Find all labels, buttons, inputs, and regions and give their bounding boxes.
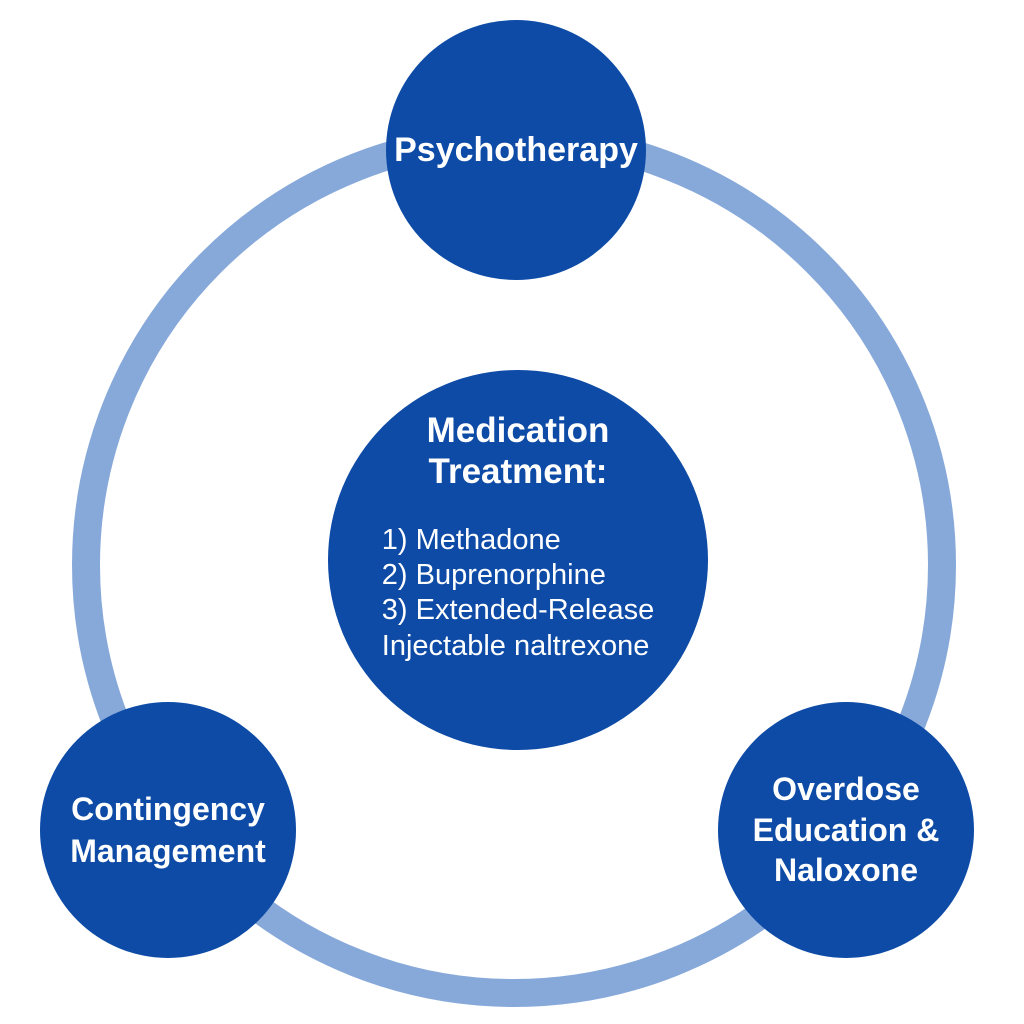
node-contingency-management: Contingency Management	[40, 702, 296, 958]
list-item: Injectable naltrexone	[381, 629, 650, 662]
list-item: 1) Methadone	[381, 523, 561, 556]
node-overdose-education-naloxone: Overdose Education & Naloxone	[718, 702, 974, 958]
list-item: 2) Buprenorphine	[381, 558, 606, 591]
node-psychotherapy: Psychotherapy	[386, 20, 646, 280]
medication-treatment-title: Medication Treatment:	[426, 411, 610, 492]
node-overdose-education-naloxone-label: Overdose Education & Naloxone	[752, 770, 940, 889]
node-psychotherapy-label: Psychotherapy	[394, 130, 638, 169]
list-item: 3) Extended-Release	[381, 594, 655, 627]
node-contingency-management-label: Contingency Management	[70, 790, 266, 869]
